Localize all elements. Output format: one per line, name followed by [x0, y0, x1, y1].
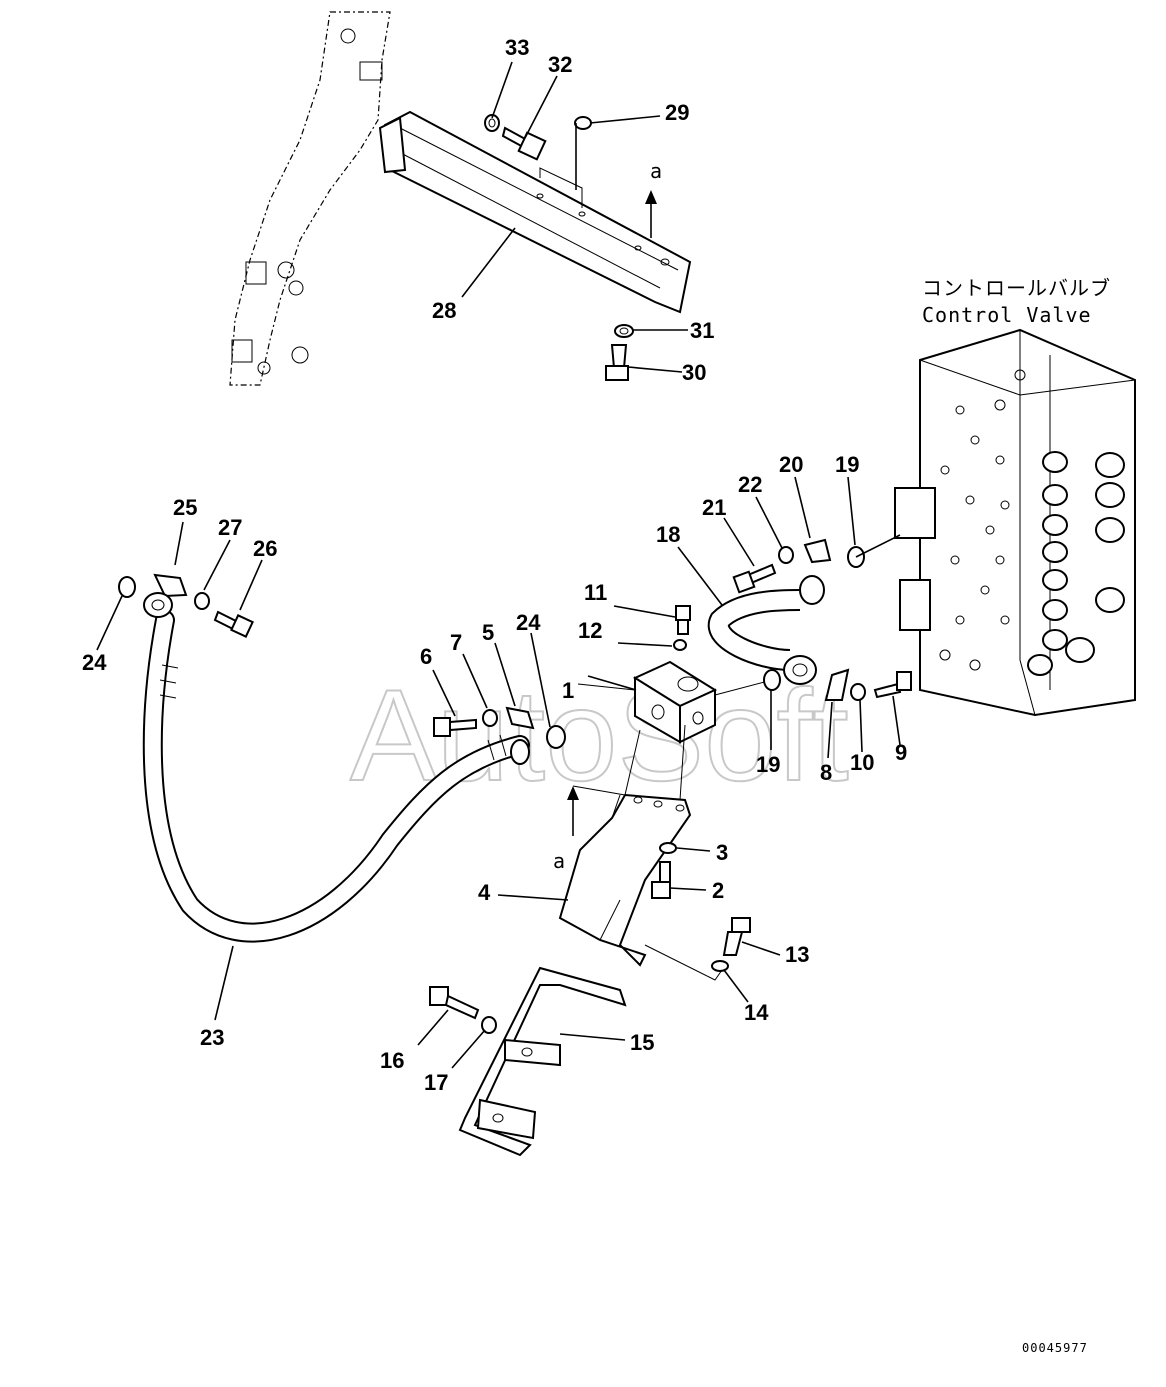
bolt-2 — [651, 861, 671, 899]
flange-left — [143, 592, 173, 618]
callout-27: 27 — [218, 515, 242, 540]
callout-5: 5 — [482, 620, 494, 645]
callout-9: 9 — [895, 740, 907, 765]
washer-31 — [614, 324, 634, 338]
bracket-beam-28 — [378, 110, 692, 314]
hose-23 — [142, 610, 530, 943]
callout-8: 8 — [820, 760, 832, 785]
callout-7: 7 — [450, 630, 462, 655]
callout-20: 20 — [779, 452, 803, 477]
view-label-a-top: a — [650, 159, 663, 183]
callout-3: 3 — [716, 840, 728, 865]
oring-19-mid — [763, 669, 781, 691]
pipe-18 — [707, 575, 825, 685]
callout-30: 30 — [682, 360, 706, 385]
component-label-jp: コントロールバルブ — [922, 276, 1111, 300]
washer-14 — [711, 960, 729, 972]
callout-18: 18 — [656, 522, 680, 547]
leader-bracket-4-15 — [644, 944, 723, 981]
bolt-16 — [429, 986, 480, 1020]
oring-24-mid — [546, 725, 566, 749]
hose-end-fitting — [510, 739, 530, 765]
callout-22: 22 — [738, 472, 762, 497]
bolt-30 — [605, 344, 629, 381]
callout-15: 15 — [630, 1030, 654, 1055]
callout-12: 12 — [578, 618, 602, 643]
clamp-8 — [824, 668, 850, 701]
washer-33 — [484, 114, 500, 132]
plug-29 — [574, 116, 592, 130]
valve-ports — [939, 369, 1026, 671]
clamp-25 — [153, 573, 188, 598]
callout-24-left: 24 — [82, 650, 107, 675]
callout-21: 21 — [702, 495, 726, 520]
view-arrow-a-top: a — [645, 159, 663, 238]
washer-3 — [659, 842, 677, 854]
washer-27 — [194, 592, 210, 610]
clamp-5 — [505, 706, 535, 730]
callout-31: 31 — [690, 318, 714, 343]
callout-26: 26 — [253, 536, 277, 561]
component-label-en: Control Valve — [922, 303, 1092, 327]
callout-1: 1 — [562, 678, 574, 703]
clamp-20 — [803, 538, 832, 564]
oring-24-left — [118, 576, 136, 598]
drawing-number: 00045977 — [1022, 1341, 1088, 1355]
frame-plate — [229, 11, 391, 386]
callout-24-mid: 24 — [516, 610, 541, 635]
washer-10 — [850, 683, 866, 701]
leader-lines — [96, 61, 901, 1069]
callout-11: 11 — [584, 580, 607, 605]
control-valve: コントロールバルブ Control Valve — [894, 276, 1136, 717]
callout-13: 13 — [785, 942, 809, 967]
oring-12 — [673, 639, 687, 651]
callout-16: 16 — [380, 1048, 404, 1073]
block-1 — [577, 660, 773, 744]
callout-2: 2 — [712, 878, 724, 903]
washer-22 — [778, 546, 794, 564]
bracket-4 — [558, 724, 692, 967]
valve-spools — [1027, 451, 1125, 676]
bolt-13 — [722, 917, 751, 956]
callout-4: 4 — [478, 880, 491, 905]
callout-33: 33 — [505, 35, 529, 60]
bolt-32 — [501, 126, 547, 161]
view-arrow-a-bottom: a — [553, 785, 626, 873]
callout-14: 14 — [744, 1000, 769, 1025]
callout-19-mid: 19 — [756, 752, 780, 777]
callout-29: 29 — [665, 100, 689, 125]
callout-23: 23 — [200, 1025, 224, 1050]
washer-17 — [481, 1016, 497, 1034]
callout-labels: 1 2 3 4 5 6 7 8 9 10 11 12 13 14 15 16 1… — [82, 35, 907, 1095]
bolt-9 — [873, 671, 912, 699]
callout-6: 6 — [420, 644, 432, 669]
callout-25: 25 — [173, 495, 197, 520]
bolt-11 — [675, 605, 691, 635]
bolt-6 — [433, 717, 477, 737]
bolt-26 — [213, 610, 254, 638]
callout-28: 28 — [432, 298, 456, 323]
callout-32: 32 — [548, 52, 572, 77]
view-label-a-bottom: a — [553, 849, 566, 873]
bolt-21 — [732, 563, 777, 594]
bracket-15 — [458, 966, 627, 1157]
callout-10: 10 — [850, 750, 874, 775]
washer-7 — [482, 709, 498, 727]
callout-19-top: 19 — [835, 452, 859, 477]
callout-17: 17 — [424, 1070, 448, 1095]
